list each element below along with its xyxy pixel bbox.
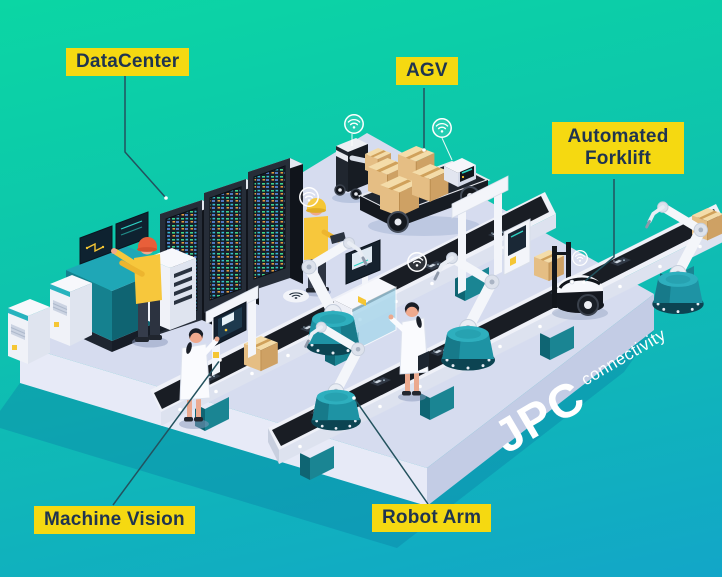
label-datacenter: DataCenter [66, 48, 190, 76]
label-automated-forklift: Automated Forklift [552, 122, 684, 174]
machine-vision-station [205, 285, 259, 376]
leader-lines [112, 75, 615, 506]
wifi-icon [572, 250, 588, 266]
control-kiosk [503, 218, 531, 276]
label-robot-arm: Robot Arm [372, 504, 492, 532]
industrial-cabinets [8, 275, 92, 364]
leader-endpoints [164, 148, 586, 400]
label-agv: AGV [396, 57, 458, 85]
conveyor-line-lower [268, 204, 722, 480]
gantry-portal [451, 175, 509, 294]
wifi-icon [299, 187, 319, 207]
agv-control-module [444, 158, 476, 187]
transport-robot [332, 134, 392, 203]
wifi-icon [407, 252, 427, 272]
vision-technician [179, 328, 220, 429]
console-worker [111, 236, 168, 348]
forklift-robot [552, 242, 608, 320]
agv-cart [357, 137, 491, 236]
wifi-icon [344, 114, 364, 134]
platform-shadow [0, 330, 654, 548]
wifi-icon [432, 118, 452, 138]
wifi-floor-icon [283, 289, 309, 303]
label-machine-vision: Machine Vision [34, 506, 195, 534]
line-technician [388, 302, 429, 402]
server-rack [248, 158, 303, 292]
